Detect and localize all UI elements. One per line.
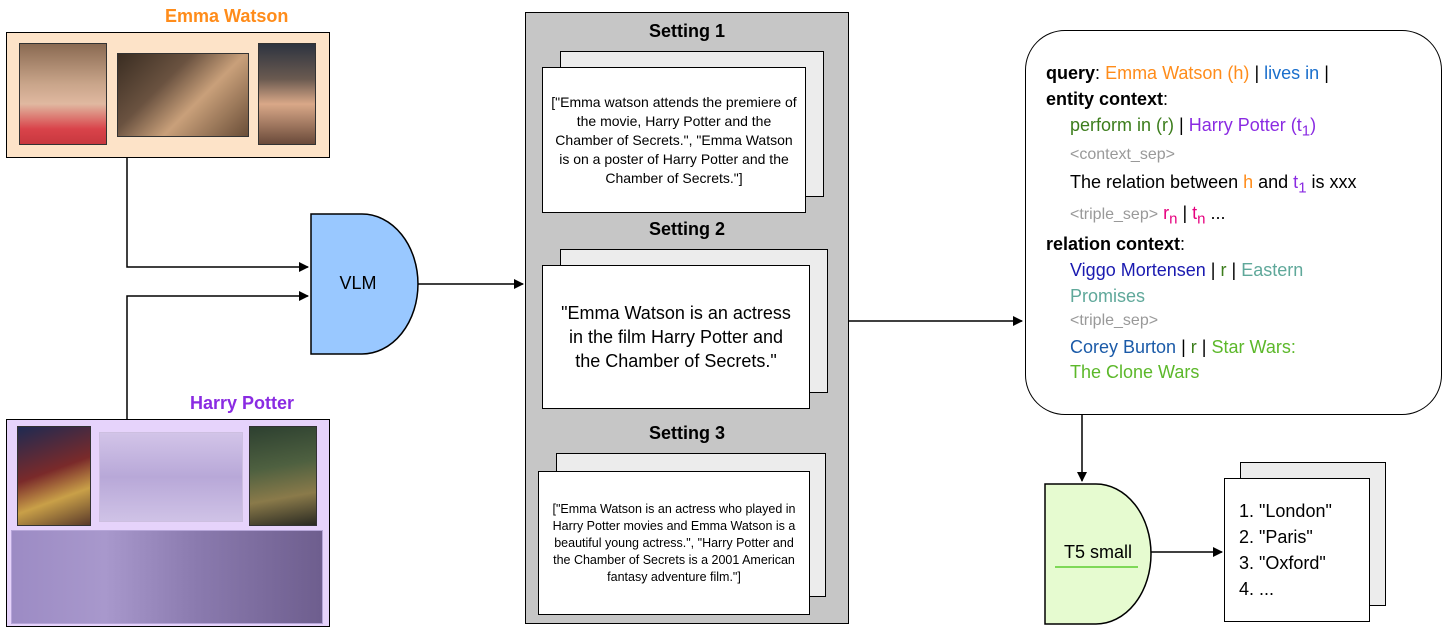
output-item-2: 2. "Paris" xyxy=(1239,527,1313,547)
settings-panel: Setting 1 ["Emma watson attends the prem… xyxy=(525,12,849,624)
context-sep-token: <context_sep> xyxy=(1070,146,1175,163)
setting-1-title: Setting 1 xyxy=(648,21,725,41)
triple-sep-line: <triple_sep> rn | tn ... xyxy=(1070,203,1226,228)
emma-to-vlm-arrow xyxy=(126,157,309,272)
emma-photo-1 xyxy=(19,43,107,145)
emma-photo-2 xyxy=(117,53,249,137)
output-item-4: 4. ... xyxy=(1239,579,1275,599)
harry-to-vlm-arrow xyxy=(126,291,309,419)
vlm-shape xyxy=(310,213,419,355)
relation-context-heading: relation context: xyxy=(1046,234,1186,254)
query-line: query: Emma Watson (h) | lives in | xyxy=(1046,63,1329,83)
setting-3-card: ["Emma Watson is an actress who played i… xyxy=(538,471,810,615)
output-item-1: 1. "London" xyxy=(1239,501,1332,521)
relation-between-line: The relation between h and t1 is xxx xyxy=(1070,172,1357,197)
triple-sep-token-2: <triple_sep> xyxy=(1070,312,1159,329)
setting-1-card: ["Emma watson attends the premiere of th… xyxy=(542,67,806,213)
setting-3-title: Setting 3 xyxy=(648,423,725,443)
output-item-3: 3. "Oxford" xyxy=(1239,553,1326,573)
harry-potter-image-panel xyxy=(6,419,330,627)
setting-1-text: ["Emma watson attends the premiere of th… xyxy=(551,93,797,186)
relation-triple-2: Corey Burton | r | Star Wars: xyxy=(1070,337,1296,357)
vlm-label: VLM xyxy=(339,273,377,293)
input-context-box xyxy=(1025,30,1442,415)
harry-box-set xyxy=(99,432,243,522)
entity-context-triple: perform in (r) | Harry Potter (t1) xyxy=(1070,115,1317,140)
output-card: 1. "London" 2. "Paris" 3. "Oxford" 4. ..… xyxy=(1224,478,1370,622)
setting-2-title: Setting 2 xyxy=(648,219,725,239)
harry-dvd-cover xyxy=(17,426,91,526)
emma-watson-title: Emma Watson xyxy=(165,6,289,26)
relation-triple-2-cont: The Clone Wars xyxy=(1070,362,1200,382)
harry-movie-poster xyxy=(249,426,317,526)
relation-triple-1: Viggo Mortensen | r | Eastern xyxy=(1070,260,1304,280)
t5-label: T5 small xyxy=(1063,542,1132,562)
emma-watson-image-panel xyxy=(6,32,330,158)
setting-2-text: "Emma Watson is an actress in the film H… xyxy=(561,303,791,371)
harry-potter-title: Harry Potter xyxy=(190,393,295,413)
relation-triple-1-cont: Promises xyxy=(1070,286,1146,306)
t5-shape xyxy=(1044,483,1152,625)
setting-2-card: "Emma Watson is an actress in the film H… xyxy=(542,265,810,409)
setting-3-text: ["Emma Watson is an actress who played i… xyxy=(552,501,796,584)
harry-movie-still xyxy=(11,530,323,624)
entity-context-heading: entity context: xyxy=(1046,89,1169,109)
emma-photo-3 xyxy=(258,43,316,145)
